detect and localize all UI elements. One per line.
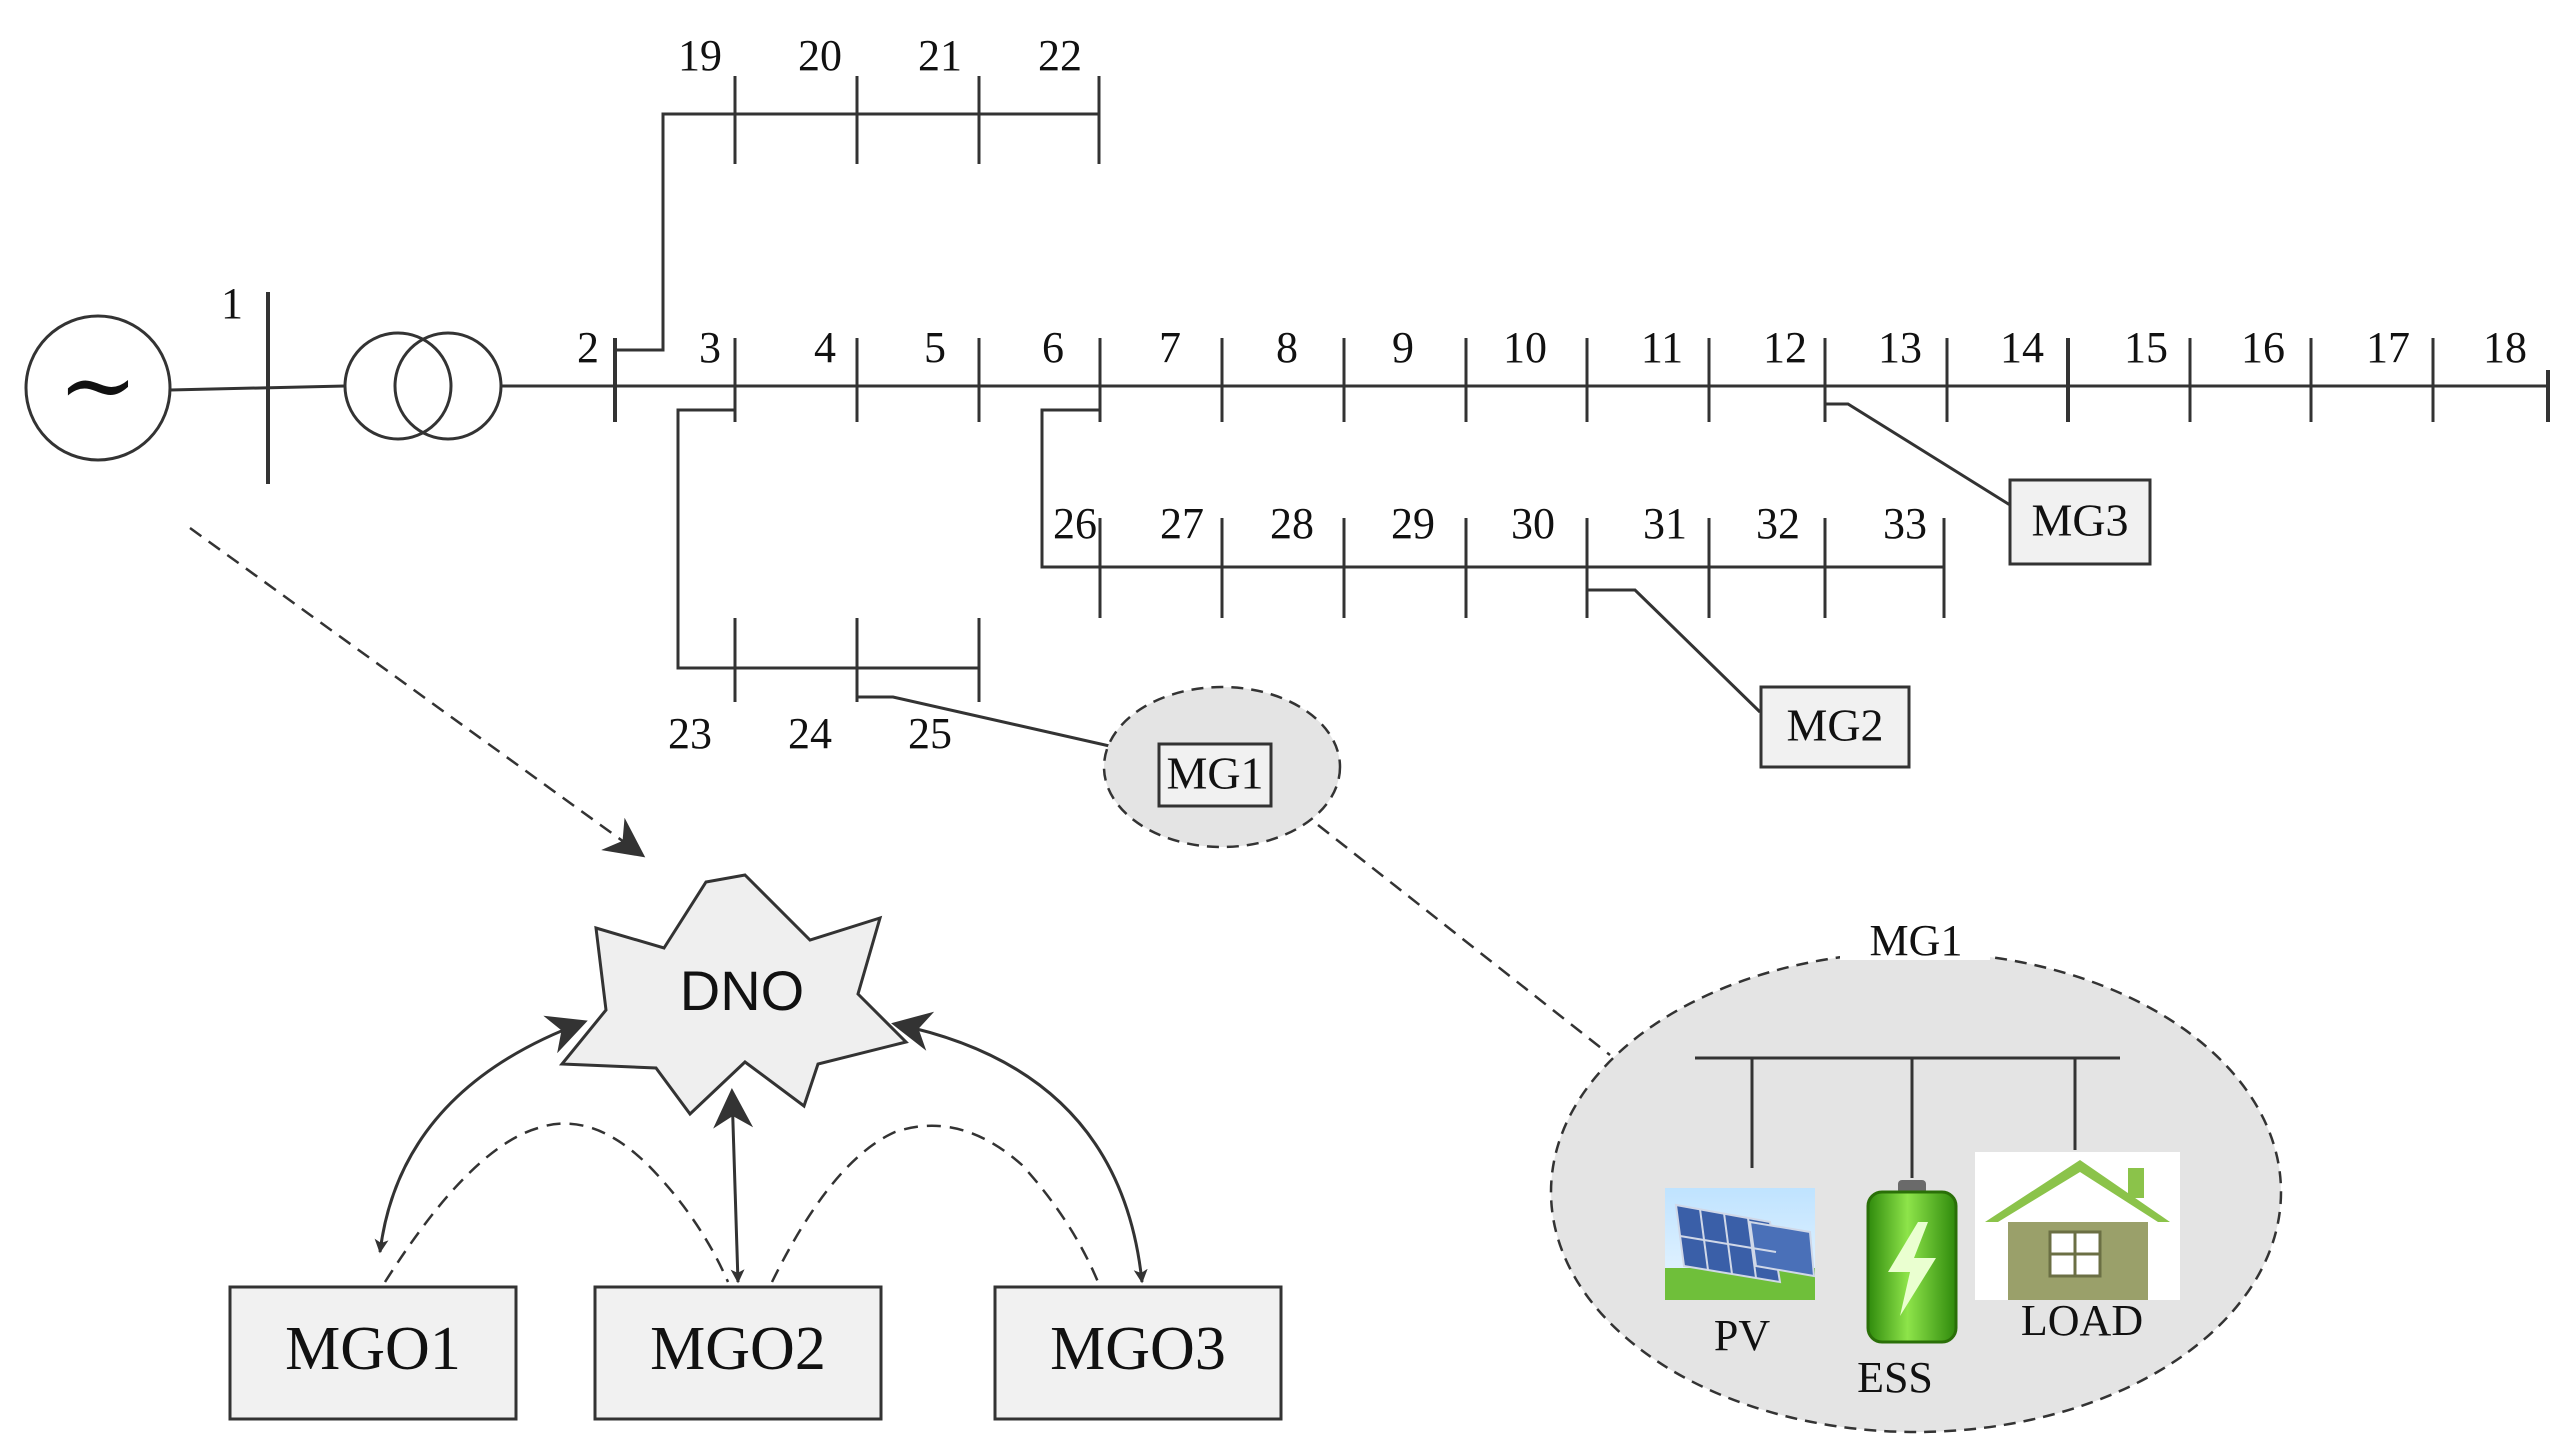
main-bus-labels: 2 3 4 5 6 7 8 9 10 11 12 13 14 15 16 17 … (577, 323, 2527, 372)
generator-circle (24, 314, 172, 462)
generator: ~ (24, 314, 172, 462)
bus-label: 25 (908, 709, 952, 758)
mg1-detail: MG1 PV ESS (1549, 916, 2283, 1434)
bus-label: 33 (1883, 499, 1927, 548)
dno-label: DNO (680, 959, 804, 1022)
mg2-box[interactable] (1759, 685, 1911, 769)
bus-label: 13 (1878, 323, 1922, 372)
bus-label: 26 (1053, 499, 1097, 548)
bus-label: 12 (1763, 323, 1807, 372)
mg3-box[interactable] (2008, 478, 2152, 566)
dno-node[interactable]: DNO (558, 873, 909, 1117)
bus-label: 2 (577, 323, 599, 372)
bus-label: 8 (1276, 323, 1298, 372)
bus-label: 30 (1511, 499, 1555, 548)
bus-label: 20 (798, 31, 842, 80)
mg3-connection (1825, 402, 2011, 507)
bus-label: 29 (1391, 499, 1435, 548)
right-bus-labels: 26 27 28 29 30 31 32 33 (1053, 499, 1927, 548)
upper-bus-labels: 19 20 21 22 (678, 31, 1082, 80)
mg1-detail-pointer (1317, 824, 1611, 1056)
bus-label: 27 (1160, 499, 1204, 548)
pv-label: PV (1714, 1311, 1770, 1360)
main-bus-ticks (613, 338, 2550, 422)
bus-label: 16 (2241, 323, 2285, 372)
mg1-detail-title-bg (1840, 930, 1990, 960)
dno-mgo3-arrow (891, 1011, 1148, 1284)
bus-label: 7 (1159, 323, 1181, 372)
bus-label: 21 (918, 31, 962, 80)
transformer-icon (343, 331, 503, 441)
mgo2-label: MGO2 (650, 1315, 826, 1383)
bus-label: 9 (1392, 323, 1414, 372)
upper-branch (615, 76, 1101, 352)
bus-label: 6 (1042, 323, 1064, 372)
bus-label: 4 (814, 323, 836, 372)
pv-panel-icon (1665, 1188, 1816, 1300)
mg2-label: MG2 (1786, 700, 1883, 751)
gen-line (169, 384, 346, 392)
bus-label: 18 (2483, 323, 2527, 372)
bus-label: 5 (924, 323, 946, 372)
mg1-label: MG1 (1166, 748, 1263, 799)
bus-label: 10 (1503, 323, 1547, 372)
mg1-box[interactable] (1157, 742, 1273, 808)
gen-to-dno-pointer (189, 526, 646, 858)
bus-label: 14 (2000, 323, 2044, 372)
bus-label: 11 (1641, 323, 1683, 372)
generator-symbol: ~ (58, 329, 138, 441)
mg1-detail-title: MG1 (1870, 916, 1963, 965)
bus-label: 23 (668, 709, 712, 758)
lower-bus-labels: 23 24 25 (668, 709, 952, 758)
mgo1-box[interactable] (228, 1285, 518, 1421)
bus-label: 24 (788, 709, 832, 758)
dno-mgo1-arrow (374, 1015, 588, 1254)
mg3-label: MG3 (2031, 495, 2128, 546)
dno-star-shape (558, 873, 909, 1117)
load-label: LOAD (2021, 1296, 2143, 1345)
mgo1-mgo2-link (383, 1122, 730, 1283)
mgo1-label: MGO1 (285, 1315, 461, 1383)
bus-label: 19 (678, 31, 722, 80)
bus-label: 28 (1270, 499, 1314, 548)
mgo2-box[interactable] (593, 1285, 883, 1421)
mgo3-box[interactable] (993, 1285, 1283, 1421)
mgo3-label: MGO3 (1050, 1315, 1226, 1383)
bus-1-label: 1 (221, 279, 243, 328)
battery-icon (1866, 1180, 1958, 1344)
ess-label: ESS (1857, 1353, 1933, 1402)
bus-label: 32 (1756, 499, 1800, 548)
dno-mgo2-arrow (713, 1088, 754, 1284)
mg2-connection (1587, 588, 1762, 714)
bus-label: 3 (699, 323, 721, 372)
house-icon (1975, 1152, 2180, 1300)
right-branch (1040, 408, 1946, 618)
bus-label: 31 (1643, 499, 1687, 548)
lower-branch (676, 408, 981, 702)
mgo2-mgo3-link (770, 1124, 1100, 1283)
bus-label: 17 (2366, 323, 2410, 372)
bus-label: 22 (1038, 31, 1082, 80)
mg1-connection (857, 695, 1159, 759)
bus-label: 15 (2124, 323, 2168, 372)
